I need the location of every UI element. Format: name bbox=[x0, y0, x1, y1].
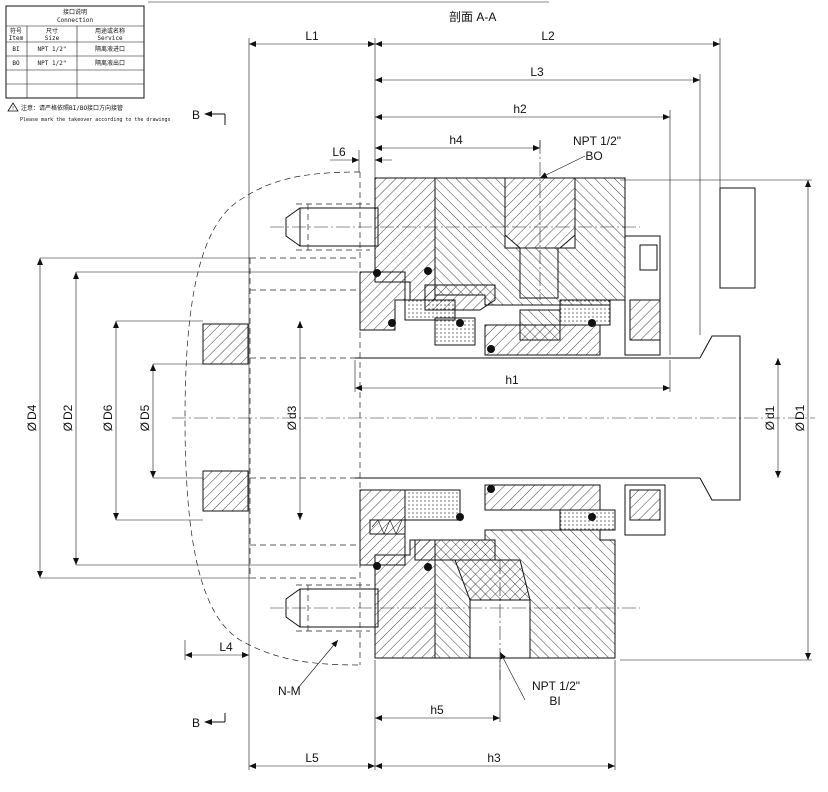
svg-text:ØD6: ØD6 bbox=[101, 404, 115, 431]
svg-text:B: B bbox=[192, 108, 200, 122]
dim-h5: h5 bbox=[430, 703, 444, 717]
dim-h3: h3 bbox=[487, 751, 501, 765]
dim-L5: L5 bbox=[305, 751, 319, 765]
svg-text:Ød1: Ød1 bbox=[763, 405, 777, 430]
table-cell: 隔离液出口 bbox=[95, 59, 125, 67]
svg-text:Ød3: Ød3 bbox=[285, 405, 299, 430]
port-bi-size: NPT 1/2" bbox=[532, 679, 580, 693]
seal-gland-bottom bbox=[359, 484, 666, 659]
svg-text:B: B bbox=[192, 716, 200, 730]
connection-table: 接口说明 Connection 符号 Item 尺寸 Size 用途或名称 Se… bbox=[5, 5, 171, 123]
warning-icon-mark: ! bbox=[12, 106, 14, 112]
shaft bbox=[355, 335, 741, 501]
dim-D5: ØD5 bbox=[138, 404, 152, 431]
section-marker-bottom: B bbox=[192, 713, 226, 730]
dim-L6: L6 bbox=[332, 145, 346, 159]
label-N-M: N-M bbox=[278, 684, 301, 698]
dim-L2: L2 bbox=[541, 29, 555, 43]
svg-text:ØD2: ØD2 bbox=[61, 404, 75, 431]
table-header-size-cn: 尺寸 bbox=[46, 27, 58, 35]
dim-h4: h4 bbox=[449, 133, 463, 147]
svg-text:ØD5: ØD5 bbox=[138, 404, 152, 431]
table-cell: NPT 1/2" bbox=[38, 46, 67, 53]
dim-d1: Ød1 bbox=[763, 405, 777, 430]
table-title-en: Connection bbox=[57, 17, 94, 24]
port-bo-code: BO bbox=[585, 149, 602, 163]
table-header-service-cn: 用途或名称 bbox=[95, 27, 125, 35]
dim-D1: ØD1 bbox=[793, 404, 807, 431]
section-marker-top: B bbox=[192, 108, 226, 125]
seal-gland-top bbox=[359, 177, 661, 356]
table-cell: BI bbox=[12, 46, 20, 53]
warning-icon bbox=[7, 102, 19, 112]
port-bo-size: NPT 1/2" bbox=[573, 134, 621, 148]
dim-L3: L3 bbox=[530, 65, 544, 79]
table-cell: 隔离液进口 bbox=[95, 45, 125, 53]
table-cell: NPT 1/2" bbox=[38, 60, 67, 67]
table-note-en: Please mark the takeover according to th… bbox=[20, 117, 171, 123]
dim-L1: L1 bbox=[305, 29, 319, 43]
dim-h1: h1 bbox=[505, 373, 519, 387]
table-header-item-en: Item bbox=[9, 35, 24, 42]
dim-h2: h2 bbox=[513, 102, 527, 116]
dim-L4: L4 bbox=[219, 640, 233, 654]
table-note-cn: 注意：请严格依照BI/BO接口方向接管 bbox=[21, 104, 123, 112]
dim-D2: ØD2 bbox=[61, 404, 75, 431]
throat-ring-bottom bbox=[202, 470, 249, 512]
dim-D6: ØD6 bbox=[101, 404, 115, 431]
dim-D4: ØD4 bbox=[25, 404, 39, 431]
dim-d3: Ød3 bbox=[285, 405, 299, 430]
section-title: 剖面 A-A bbox=[449, 10, 497, 24]
svg-text:ØD4: ØD4 bbox=[25, 404, 39, 431]
throat-ring-top bbox=[202, 323, 249, 365]
table-title-cn: 接口说明 bbox=[63, 8, 87, 16]
table-header-item-cn: 符号 bbox=[10, 27, 22, 35]
port-bi-code: BI bbox=[549, 694, 560, 708]
collar-top bbox=[719, 187, 756, 289]
table-header-size-en: Size bbox=[45, 35, 60, 42]
svg-text:ØD1: ØD1 bbox=[793, 404, 807, 431]
table-cell: BO bbox=[12, 60, 20, 67]
table-header-service-en: Service bbox=[97, 35, 123, 42]
